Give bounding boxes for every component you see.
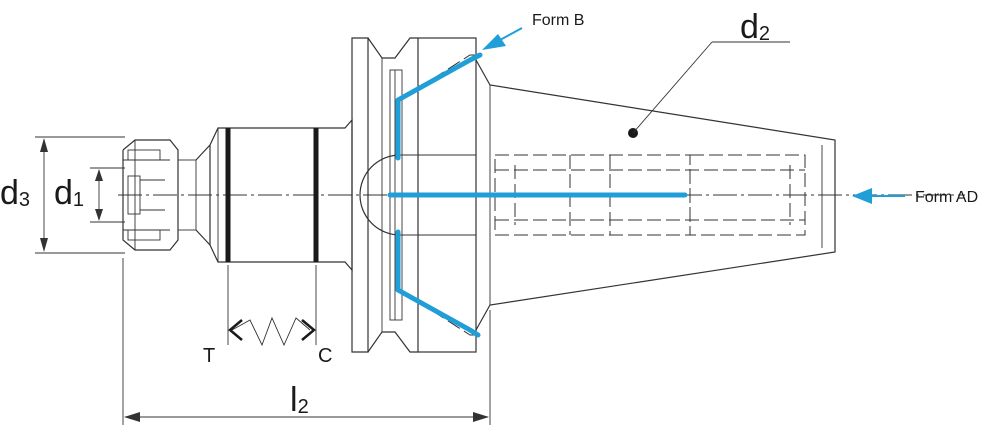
l2-label: l2 [290, 381, 309, 419]
t-label: T [203, 345, 215, 367]
d3-dimension [35, 136, 125, 254]
spring-icon [227, 265, 317, 347]
d2-label: d2 [740, 8, 770, 46]
form-b-label: Form B [532, 12, 584, 29]
d3-label: d3 [0, 174, 30, 212]
d1-label: d1 [54, 174, 84, 212]
coolant-channels [387, 52, 688, 338]
arrow-form-b-icon [482, 27, 523, 50]
l2-dimension [122, 258, 491, 425]
arrow-form-ad-icon [852, 188, 905, 204]
collet-nut [122, 139, 211, 251]
d2-leader [632, 41, 790, 134]
d1-dimension [90, 167, 125, 223]
form-ad-label: Form AD [915, 189, 978, 206]
c-label: C [318, 345, 332, 367]
